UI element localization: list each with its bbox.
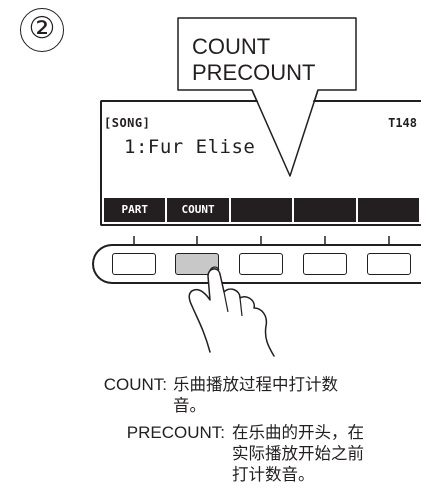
- precount-desc-line-3: 打计数音。: [232, 465, 315, 484]
- function-button-2[interactable]: [175, 253, 219, 275]
- function-button-5[interactable]: [367, 253, 411, 275]
- song-number: 1: [124, 136, 136, 158]
- step-number: ②: [20, 8, 64, 52]
- softkey-bar: PART COUNT: [104, 198, 421, 222]
- callout-text: COUNT PRECOUNT: [192, 34, 316, 85]
- function-button-1[interactable]: [112, 253, 156, 275]
- softkey-part: PART: [104, 198, 166, 222]
- song-line: 1:Fur Elise: [124, 136, 256, 158]
- term-precount: PRECOUNT:: [126, 423, 225, 442]
- song-title: Fur Elise: [147, 136, 256, 158]
- button-tick-marks: [133, 236, 390, 244]
- count-desc-line-2: 音。: [173, 396, 206, 415]
- count-desc-line-1: 乐曲播放过程中打计数: [173, 375, 338, 394]
- callout-pointer: [251, 89, 319, 177]
- mode-label: [SONG]: [104, 116, 151, 130]
- tempo-label: T148: [388, 116, 417, 130]
- function-button-3[interactable]: [239, 253, 283, 275]
- softkey-4: [294, 198, 356, 222]
- function-button-4[interactable]: [303, 253, 347, 275]
- precount-desc-line-1: 在乐曲的开头，在: [232, 423, 364, 442]
- softkey-5: [357, 198, 420, 222]
- softkey-count: COUNT: [167, 198, 229, 222]
- softkey-3: [230, 198, 293, 222]
- term-count: COUNT:: [103, 375, 167, 394]
- precount-desc-line-2: 实际播放开始之前: [232, 444, 364, 463]
